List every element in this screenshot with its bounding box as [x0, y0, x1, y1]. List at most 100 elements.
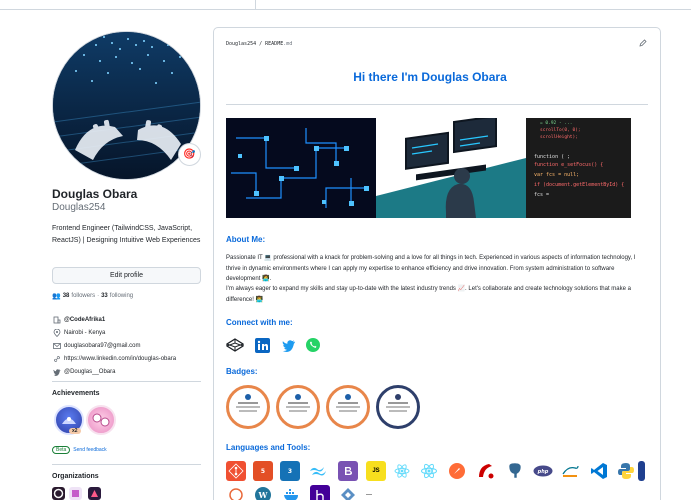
certification-badge[interactable] — [326, 385, 370, 429]
sidebar-divider — [52, 464, 201, 465]
detail-email: douglasobara97@gmail.com — [52, 339, 204, 352]
linkedin-icon — [254, 337, 270, 353]
tab-edge — [255, 0, 256, 10]
link-icon — [52, 354, 61, 363]
status-emoji-button[interactable]: 🎯 — [178, 143, 201, 166]
organization-icon — [52, 315, 61, 324]
code-text: scrollTo(0, 0); — [540, 127, 581, 133]
twitter-link[interactable] — [280, 337, 298, 353]
organization-avatar[interactable] — [69, 487, 82, 500]
code-text: if (document.getElementById) { — [534, 182, 624, 188]
svg-text:3: 3 — [288, 468, 292, 475]
edit-profile-button[interactable]: Edit profile — [52, 267, 201, 284]
readme-path-file[interactable]: README — [265, 41, 284, 47]
mail-icon — [52, 341, 61, 350]
avatar-image — [53, 32, 200, 179]
linkedin-link[interactable] — [253, 337, 271, 353]
whatsapp-icon — [306, 338, 320, 352]
pencil-icon — [639, 39, 647, 47]
bootstrap-icon[interactable] — [338, 461, 358, 481]
partial-tool-icon[interactable] — [638, 461, 645, 481]
codepen-link[interactable] — [226, 337, 244, 353]
postman-icon[interactable] — [447, 461, 467, 481]
html5-icon[interactable]: 5 — [253, 461, 273, 481]
whatsapp-link[interactable] — [304, 337, 322, 353]
detail-org: @CodeAfrika1 — [52, 313, 204, 326]
detail-linkedin-text[interactable]: https://www.linkedin.com/in/douglas-obar… — [64, 355, 177, 362]
detail-linkedin: https://www.linkedin.com/in/douglas-obar… — [52, 352, 204, 365]
mysql-icon[interactable] — [560, 461, 580, 481]
react-icon[interactable] — [419, 461, 439, 481]
twitter-bird-icon — [282, 340, 296, 352]
wordpress-icon[interactable]: W — [253, 485, 273, 500]
certificate-icon — [286, 394, 310, 412]
rails-icon[interactable] — [476, 461, 496, 481]
edit-readme-button[interactable] — [639, 39, 647, 49]
follow-counts: 👥 38 followers · 33 following — [52, 292, 133, 300]
top-nav-bar — [0, 0, 691, 10]
css3-icon[interactable]: 3 — [280, 461, 300, 481]
svg-text:W: W — [258, 490, 269, 500]
detail-location-text: Nairobi - Kenya — [64, 329, 106, 336]
achievement-yolo[interactable] — [86, 405, 116, 435]
tool-icon[interactable] — [338, 485, 358, 500]
readme-path-sep: / — [259, 41, 263, 47]
profile-login: Douglas254 — [52, 202, 106, 213]
tools-title: Languages and Tools: — [226, 443, 311, 452]
followers-link[interactable]: followers — [71, 293, 96, 299]
detail-email-text[interactable]: douglasobara97@gmail.com — [64, 342, 141, 349]
achievements-beta: Beta Send feedback — [52, 446, 107, 454]
svg-text:5: 5 — [261, 468, 265, 475]
org-logo-icon — [53, 488, 64, 499]
send-feedback-link[interactable]: Send feedback — [73, 447, 107, 453]
visual-studio-code-icon[interactable] — [589, 461, 609, 481]
profile-bio: Frontend Engineer (TailwindCSS, JavaScri… — [52, 225, 201, 244]
tailwindcss-icon[interactable] — [308, 461, 328, 481]
tool-icon[interactable] — [226, 485, 246, 500]
readme-breadcrumb: Douglas254 / README.md — [226, 41, 292, 47]
code-text: function ( ; — [534, 154, 570, 160]
react-native-icon[interactable] — [392, 461, 412, 481]
svg-text:php: php — [537, 469, 549, 475]
people-icon: 👥 — [52, 293, 61, 300]
location-icon — [52, 328, 61, 337]
readme-path-user[interactable]: Douglas254 — [226, 41, 257, 47]
connect-title: Connect with me: — [226, 318, 293, 327]
organization-avatar[interactable] — [52, 487, 65, 500]
javascript-icon[interactable]: JS — [366, 461, 386, 481]
banner-developer-image — [376, 118, 526, 218]
certification-badge[interactable] — [276, 385, 320, 429]
detail-org-text[interactable]: @CodeAfrika1 — [64, 316, 106, 323]
org-logo-icon — [72, 490, 79, 497]
pull-shark-icon — [62, 417, 76, 424]
certificate-icon — [336, 394, 360, 412]
follow-separator: · — [97, 293, 100, 299]
postgresql-icon[interactable] — [505, 461, 525, 481]
certification-badge[interactable] — [226, 385, 270, 429]
about-paragraph-2: I'm always eager to expand my skills and… — [226, 286, 631, 303]
heroku-icon[interactable] — [310, 485, 330, 500]
python-icon[interactable] — [616, 461, 636, 481]
followers-count[interactable]: 38 — [62, 293, 70, 299]
yolo-icon — [92, 413, 110, 427]
achievements-title[interactable]: Achievements — [52, 390, 100, 397]
avatar[interactable] — [52, 31, 201, 180]
code-text: var fcs = null; — [534, 172, 579, 178]
following-link[interactable]: following — [109, 293, 134, 299]
code-text: fcs = — [534, 192, 549, 198]
certification-badge[interactable] — [376, 385, 420, 429]
certificate-icon — [386, 394, 410, 412]
achievement-multiplier: x2 — [69, 428, 81, 434]
php-icon[interactable]: php — [533, 461, 553, 481]
status-emoji: 🎯 — [183, 149, 196, 160]
banner-code-image: = 0.92 - ... scrollTo(0, 0); scrollHeigh… — [526, 118, 631, 218]
docker-icon[interactable] — [282, 485, 302, 500]
badges-title: Badges: — [226, 367, 258, 376]
following-count[interactable]: 33 — [101, 293, 108, 299]
twitter-icon — [52, 367, 61, 376]
detail-twitter-text[interactable]: @Douglas__Obara — [64, 368, 116, 375]
about-paragraph-1: Passionate IT 💻 professional with a knac… — [226, 255, 636, 282]
organization-avatar[interactable] — [88, 487, 101, 500]
banner-circuit-image — [226, 118, 376, 218]
git-icon[interactable] — [226, 461, 246, 481]
